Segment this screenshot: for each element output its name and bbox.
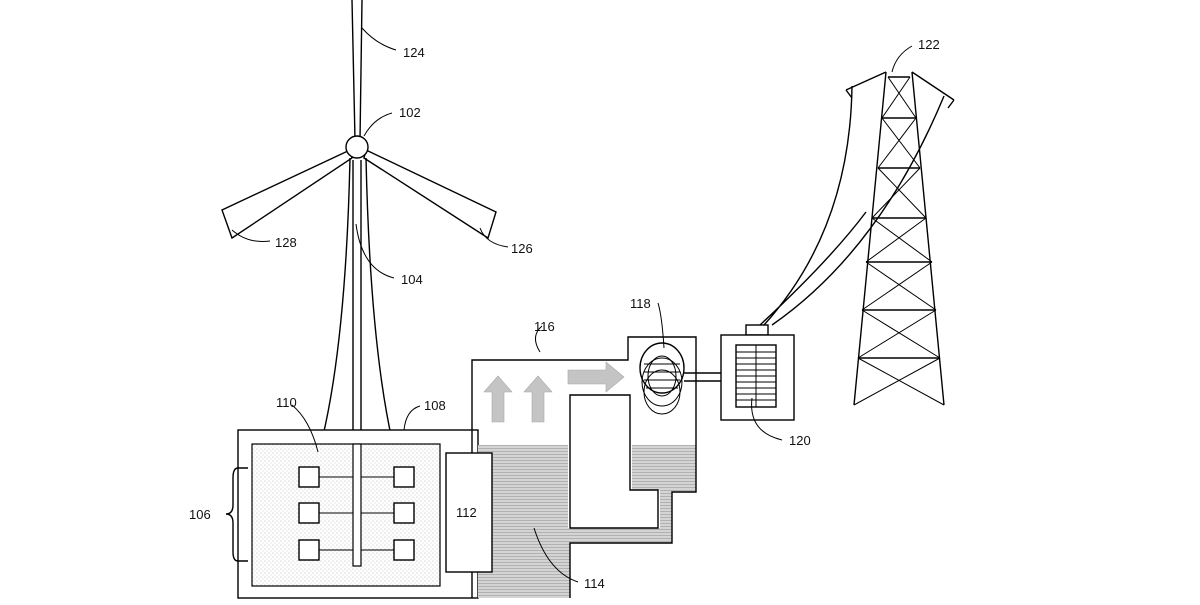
tower-shaft bbox=[321, 157, 393, 441]
label-120: 120 bbox=[789, 433, 811, 448]
steam-arrows bbox=[483, 361, 625, 423]
label-128: 128 bbox=[275, 235, 297, 250]
turbine-118 bbox=[639, 342, 685, 415]
label-118: 118 bbox=[630, 296, 651, 311]
brace-106 bbox=[225, 467, 248, 562]
label-114: 114 bbox=[584, 576, 605, 591]
label-104: 104 bbox=[401, 272, 423, 287]
fluid-vessel bbox=[445, 336, 697, 598]
label-122: 122 bbox=[918, 37, 940, 52]
vessel-outline bbox=[471, 336, 697, 598]
blade-top bbox=[351, 0, 363, 141]
label-102: 102 bbox=[399, 105, 421, 120]
blade-left bbox=[221, 149, 353, 240]
reference-labels: 124 102 122 126 128 104 110 108 106 112 … bbox=[189, 37, 940, 591]
baffle bbox=[569, 394, 659, 529]
blade-right bbox=[363, 148, 497, 240]
label-116: 116 bbox=[534, 319, 555, 334]
transmission-tower-122 bbox=[845, 71, 955, 406]
label-110: 110 bbox=[276, 395, 297, 410]
arrow-up-1 bbox=[483, 375, 513, 423]
leader-lines bbox=[231, 27, 913, 583]
generator-120 bbox=[720, 324, 795, 421]
wind-turbine bbox=[221, 0, 497, 566]
heat-exchanger-112 bbox=[445, 452, 493, 573]
storage-cells bbox=[298, 466, 415, 561]
storage-housing bbox=[225, 429, 479, 599]
label-106: 106 bbox=[189, 507, 211, 522]
hub bbox=[345, 135, 369, 159]
arrow-right bbox=[567, 361, 625, 393]
label-108: 108 bbox=[424, 398, 446, 413]
arrow-up-2 bbox=[523, 375, 553, 423]
fluid-114 bbox=[478, 445, 696, 598]
power-lines bbox=[759, 85, 945, 326]
label-112: 112 bbox=[456, 505, 477, 520]
label-124: 124 bbox=[403, 45, 425, 60]
label-126: 126 bbox=[511, 241, 533, 256]
